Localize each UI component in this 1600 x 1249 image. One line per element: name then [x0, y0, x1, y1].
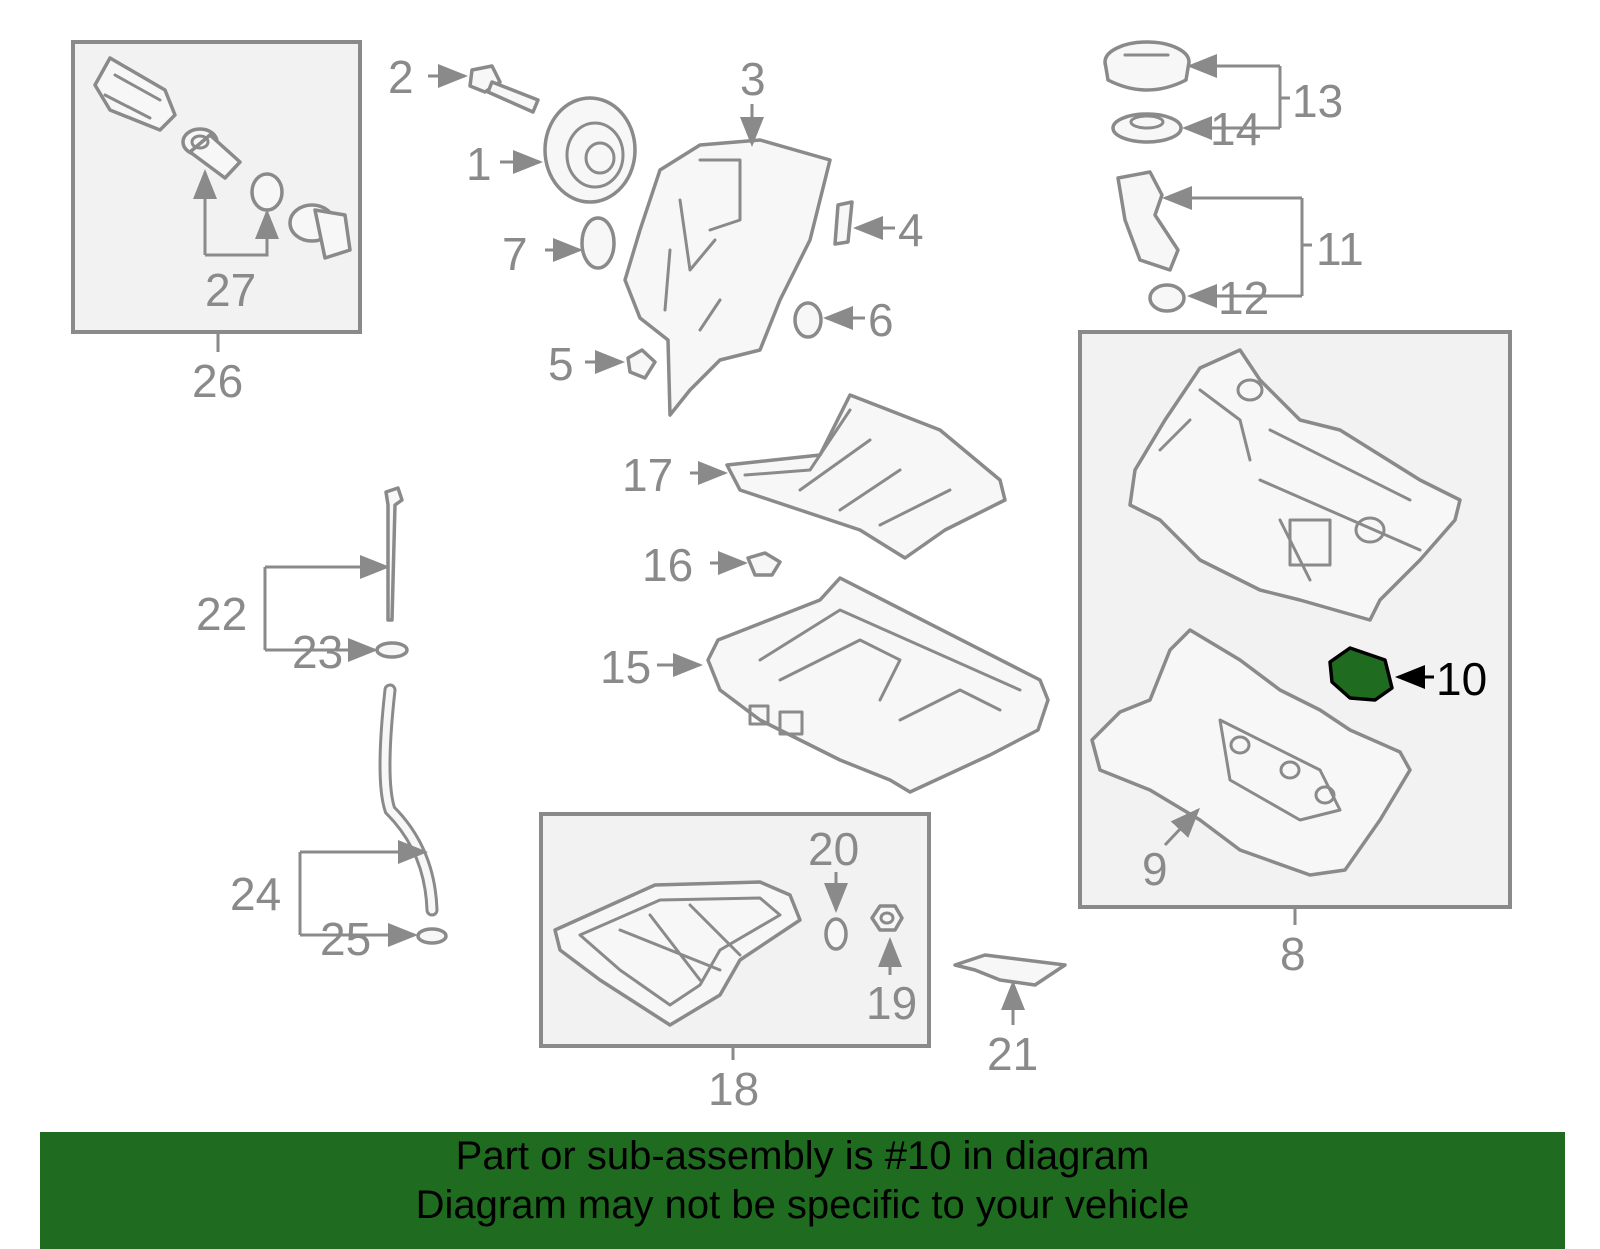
callout-2: 2: [388, 51, 414, 103]
callout-6: 6: [868, 294, 894, 346]
callout-27: 27: [205, 264, 256, 316]
callout-19: 19: [866, 977, 917, 1029]
callout-14: 14: [1210, 103, 1261, 155]
lead-27b: [205, 209, 279, 257]
crankshaft-pulley-part: [543, 96, 637, 204]
callout-17: 17: [622, 449, 673, 501]
oil-filler-cap-part: [1103, 40, 1191, 92]
callout-23: 23: [292, 626, 343, 678]
cylinder-head-cover-part: [1128, 348, 1462, 622]
seal-4-part: [833, 200, 854, 246]
oil-filter-housing-part: [93, 56, 177, 132]
callout-25: 25: [320, 913, 371, 965]
drain-plug-part: [870, 904, 904, 932]
callout-10: 10: [1436, 653, 1487, 705]
dipstick-o-ring-part: [375, 641, 409, 659]
dipstick-tube-part: [378, 683, 439, 917]
callout-5: 5: [548, 338, 574, 390]
bracket-21-part: [953, 953, 1067, 987]
callout-15: 15: [600, 641, 651, 693]
callout-9: 9: [1142, 843, 1168, 895]
callout-20: 20: [808, 823, 859, 875]
callout-1: 1: [466, 138, 492, 190]
o-ring-6-part: [793, 301, 823, 339]
callout-8: 8: [1280, 928, 1306, 980]
callout-21: 21: [987, 1028, 1038, 1080]
oil-pan-baffle-part: [725, 393, 1007, 560]
callout-12: 12: [1218, 272, 1269, 324]
drain-plug-seal-part: [824, 917, 848, 951]
timing-cover-part: [623, 138, 832, 417]
tube-o-ring-part: [416, 927, 448, 945]
gasket-16-part: [746, 551, 782, 577]
bolt-part: [468, 64, 540, 114]
gasket-10-highlighted-part: [1328, 646, 1394, 702]
o-ring-7-part: [580, 216, 616, 270]
upper-oil-pan-part: [706, 576, 1050, 794]
filter-cap-part: [288, 203, 352, 260]
o-ring-12-part: [1148, 283, 1186, 313]
banner-line-2: Diagram may not be specific to your vehi…: [415, 1183, 1190, 1227]
callout-18: 18: [708, 1063, 759, 1115]
filler-cap-seal-part: [1111, 112, 1183, 144]
callout-13: 13: [1292, 75, 1343, 127]
banner-line-1: Part or sub-assembly is #10 in diagram: [455, 1134, 1150, 1178]
callout-24: 24: [230, 868, 281, 920]
callout-3: 3: [740, 53, 766, 105]
filter-o-ring-part: [250, 172, 284, 212]
gasket-5-part: [626, 348, 657, 380]
lower-oil-pan-part: [553, 880, 802, 1027]
callout-11: 11: [1316, 223, 1364, 275]
info-banner: Part or sub-assembly is #10 in diagram D…: [40, 1132, 1565, 1249]
oil-dipstick-part: [384, 486, 404, 622]
callout-7: 7: [502, 228, 528, 280]
callout-26: 26: [192, 355, 243, 407]
callout-22: 22: [196, 588, 247, 640]
oil-separator-part: [1116, 170, 1180, 272]
callout-4: 4: [898, 204, 924, 256]
callout-16: 16: [642, 539, 693, 591]
